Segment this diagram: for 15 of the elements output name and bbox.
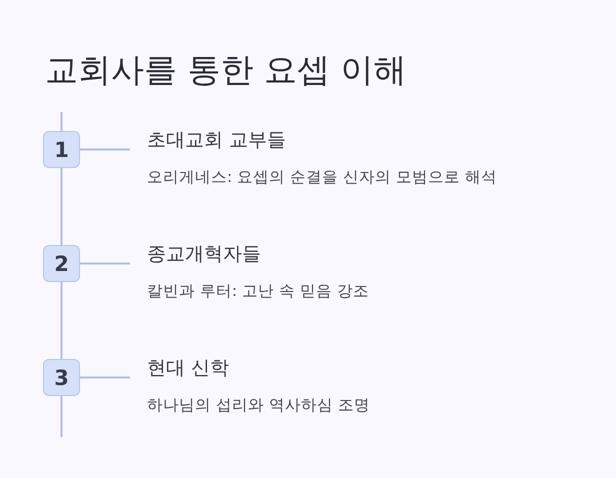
step-number-badge: 2 [43,245,80,282]
connector-line [60,168,62,245]
step-heading: 현대 신학 [147,356,230,381]
step-number-badge: 3 [43,359,80,396]
connector-line [80,376,130,378]
step-number-badge: 1 [43,131,80,168]
connector-line [80,148,130,150]
step-description: 오리게네스: 요셉의 순결을 신자의 모범으로 해석 [147,167,498,188]
diagram-title: 교회사를 통한 요셉 이해 [45,49,406,91]
connector-line [80,262,130,264]
step-description: 칼빈과 루터: 고난 속 믿음 강조 [147,281,370,302]
step-heading: 종교개혁자들 [147,242,262,267]
step-heading: 초대교회 교부들 [147,128,288,153]
step-description: 하나님의 섭리와 역사하심 조명 [147,395,371,416]
connector-line [60,282,62,359]
